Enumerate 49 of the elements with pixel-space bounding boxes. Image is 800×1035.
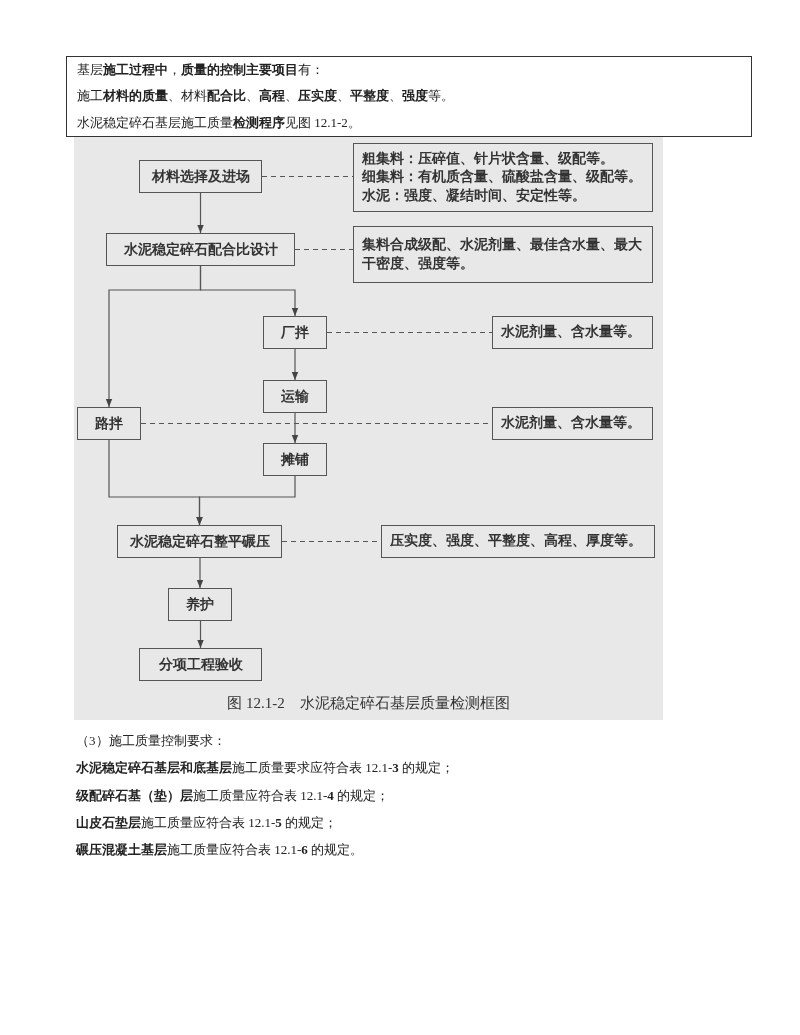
process-box [263,443,327,476]
process-box [263,380,327,413]
arrow [291,412,299,444]
note-text: 水泥剂量、含水量等。 [501,323,641,342]
note-box [353,226,653,283]
box-label: 水泥稳定碎石配合比设计 [123,240,278,259]
note-box [492,316,653,349]
process-box [117,525,282,558]
note-text: 集料合成级配、水泥剂量、最佳含水量、最大干密度、强度等。 [362,236,643,273]
body-text: 山皮石垫层施工质量应符合表 12.1-5 的规定； [76,813,338,832]
paragraph: 施工材料的质量、材料配合比、高程、压实度、平整度、强度等。 [77,87,454,106]
body-text: 级配碎石基（垫）层施工质量应符合表 12.1-4 的规定； [76,786,390,805]
box-label: 运输 [281,387,309,406]
arrow [105,265,202,408]
box-label: 厂拌 [281,323,309,342]
paragraph: 水泥稳定碎石基层施工质量检测程序见图 12.1-2。 [77,113,361,132]
paragraph: 基层施工过程中，质量的控制主要项目有： [77,61,324,80]
process-box [263,316,327,349]
figure-caption: 图 12.1-2 水泥稳定碎石基层质量检测框图 [226,694,511,713]
note-text: 水泥剂量、含水量等。 [501,414,641,433]
arrow [196,557,204,589]
note-box [353,143,653,212]
process-box [139,160,262,193]
box-label: 养护 [186,595,214,614]
body-text: （3）施工质量控制要求： [76,732,226,750]
dashed-connector [326,331,493,334]
box-label: 材料选择及进场 [151,167,250,186]
process-box [139,648,262,681]
note-box [381,525,655,558]
dashed-connector [294,248,354,251]
process-box [168,588,232,621]
note-text: 粗集料：压碎值、针片状含量、级配等。 [362,150,614,169]
note-text: 细集料：有机质含量、硫酸盐含量、级配等。 [362,168,642,187]
note-box [492,407,653,440]
arrow [108,439,203,526]
text-box [66,56,752,137]
arrow [197,192,204,234]
process-box [77,407,141,440]
box-label: 摊铺 [281,450,309,469]
box-label: 水泥稳定碎石整平碾压 [129,532,270,551]
box-label: 分项工程验收 [158,655,243,674]
arrow [197,620,204,649]
box-label: 路拌 [95,414,123,433]
body-text: 水泥稳定碎石基层和底基层施工质量要求应符合表 12.1-3 的规定； [76,759,455,778]
note-text: 水泥：强度、凝结时间、安定性等。 [362,186,586,205]
process-box [106,233,295,266]
body-text: 碾压混凝土基层施工质量应符合表 12.1-6 的规定。 [76,841,364,860]
arrow [291,348,299,381]
note-text: 压实度、强度、平整度、高程、厚度等。 [390,532,642,551]
